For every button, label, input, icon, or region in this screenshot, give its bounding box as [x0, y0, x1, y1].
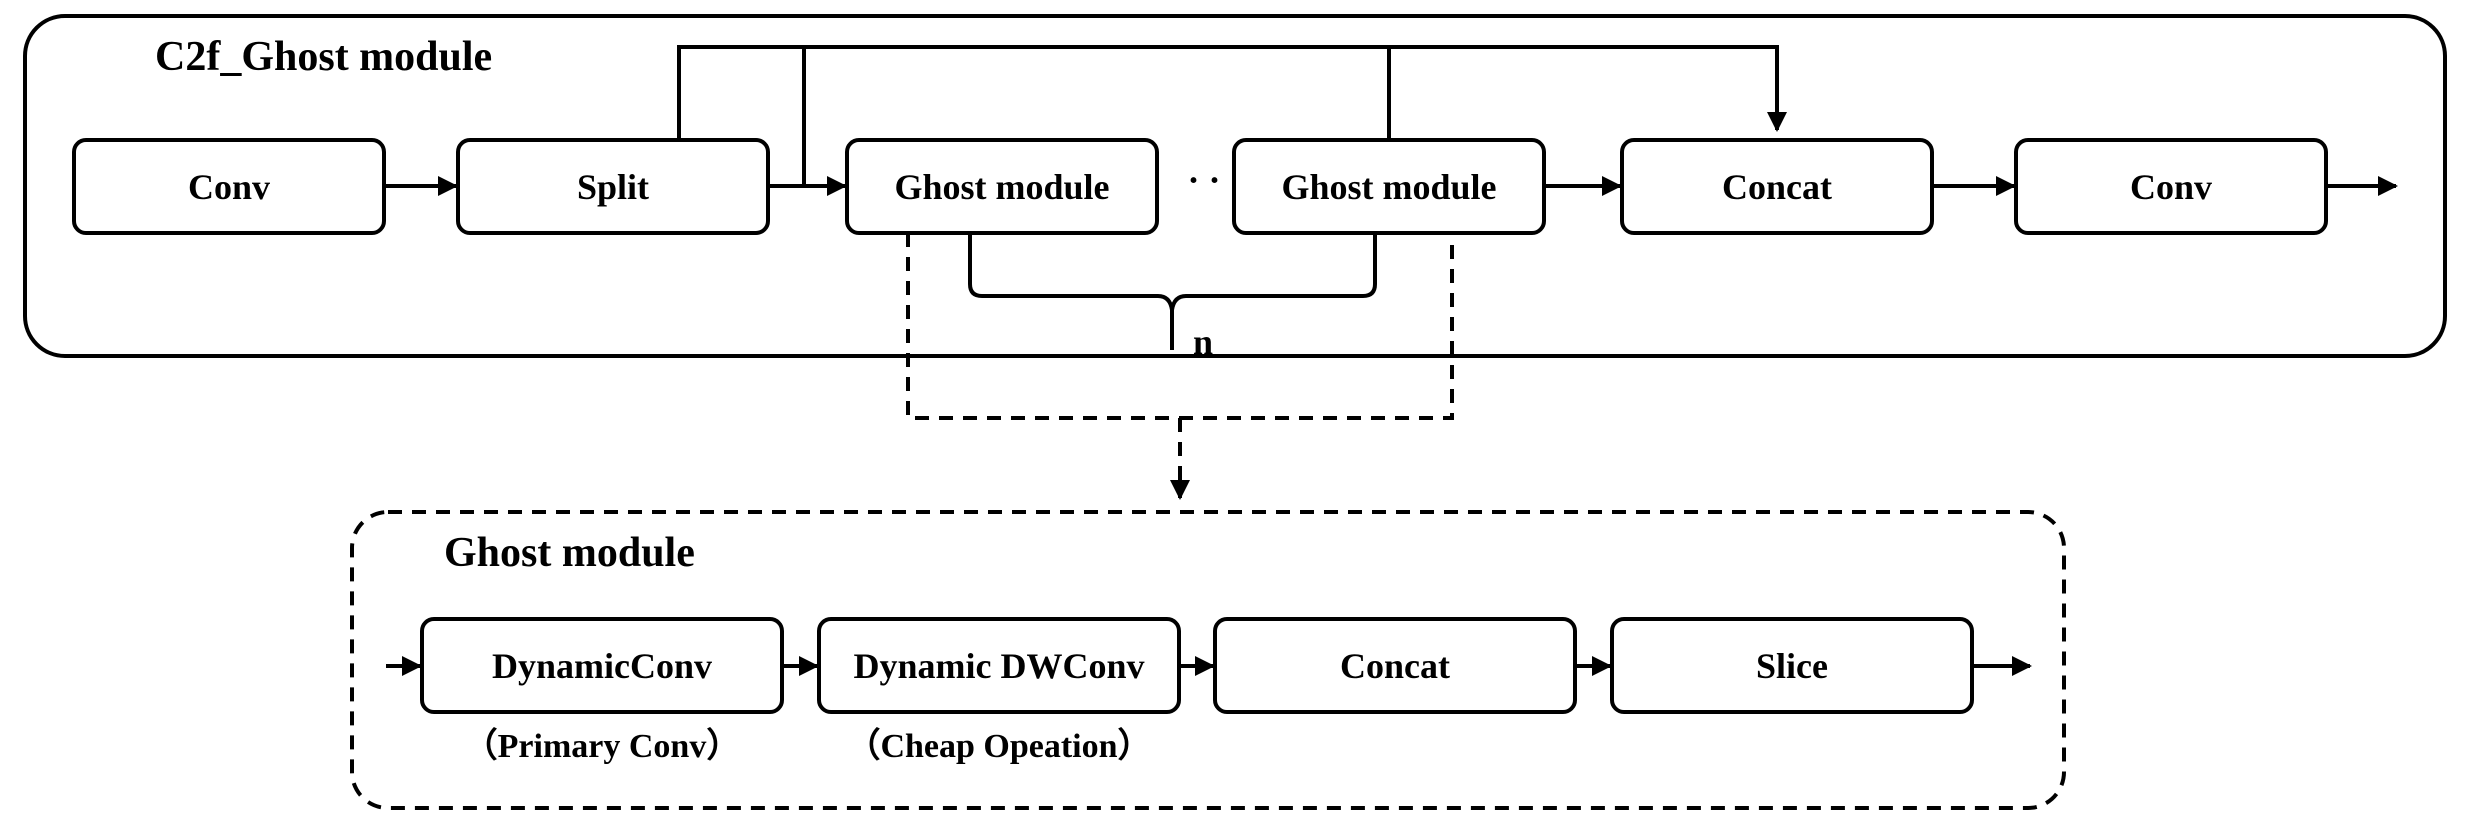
ghost-module-title: Ghost module	[444, 530, 695, 576]
ghost-module-block-1	[845, 138, 1159, 235]
primary-conv-caption: （Primary Conv）	[464, 726, 741, 765]
split-block-label: Split	[577, 167, 649, 207]
repeat-label: n	[1193, 322, 1213, 362]
ghost-module-block-2-label: Ghost module	[1281, 167, 1496, 207]
ghost-module-container	[350, 510, 2066, 810]
dynamic-dwconv-block-label: Dynamic DWConv	[853, 646, 1144, 686]
concat-block-label: Concat	[1722, 167, 1832, 207]
split-bypass-line	[677, 45, 1787, 140]
conv-block-2-label: Conv	[2130, 167, 2212, 207]
slice-block-label: Slice	[1756, 646, 1828, 686]
conv-block-1-label: Conv	[188, 167, 270, 207]
ghost-module-block-1-label: Ghost module	[894, 167, 1109, 207]
inner-concat-block-label: Concat	[1340, 646, 1450, 686]
cheap-operation-caption: （Cheap Opeation）	[846, 726, 1151, 765]
dynamic-conv-block-label: DynamicConv	[492, 646, 712, 686]
ellipsis: · ·	[1187, 160, 1220, 200]
repeat-bracket	[968, 233, 1377, 350]
c2f-ghost-title: C2f_Ghost module	[155, 34, 492, 80]
